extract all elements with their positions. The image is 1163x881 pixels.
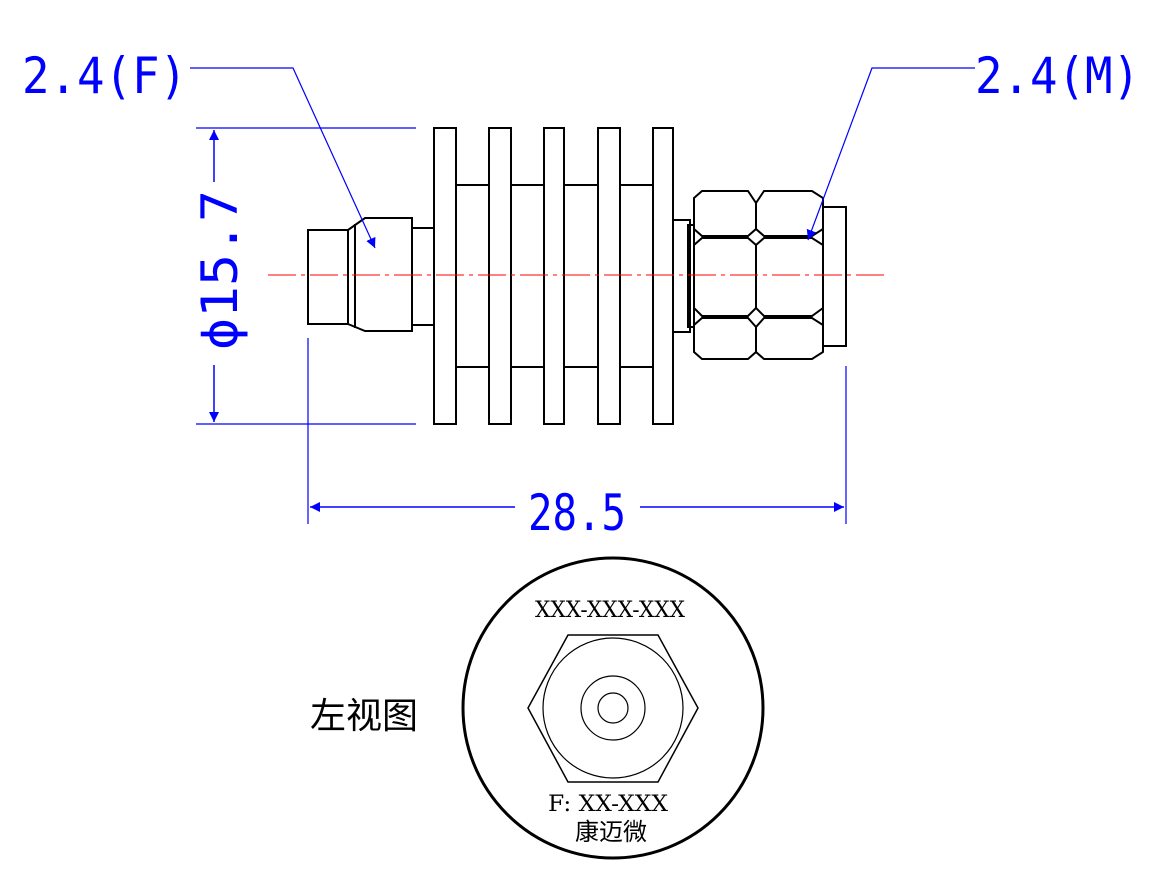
left-port-label: 2.4(F) (22, 47, 187, 105)
outer-body-circle (461, 556, 765, 860)
right-port-label: 2.4(M) (975, 47, 1140, 105)
heatsink-body (433, 127, 674, 425)
dielectric-circle (580, 675, 646, 741)
frequency-label: F: XX-XXX (548, 792, 668, 817)
diameter-dimension-value: ϕ15.7 (191, 190, 249, 350)
hex-outline-outer (527, 634, 699, 783)
part-number-label: XXX-XXX-XXX (535, 598, 685, 623)
left-view (461, 556, 765, 860)
brand-label: 康迈微 (575, 818, 647, 846)
left-port-leader (190, 67, 376, 249)
center-pin-circle (597, 692, 629, 724)
length-dimension-value: 28.5 (528, 484, 626, 542)
front-view (307, 127, 847, 425)
hex-inner-circle (542, 637, 684, 779)
dimensions (190, 67, 975, 524)
right-port-leader (806, 67, 975, 241)
left-view-label: 左视图 (310, 696, 418, 737)
right-connector (672, 190, 847, 360)
